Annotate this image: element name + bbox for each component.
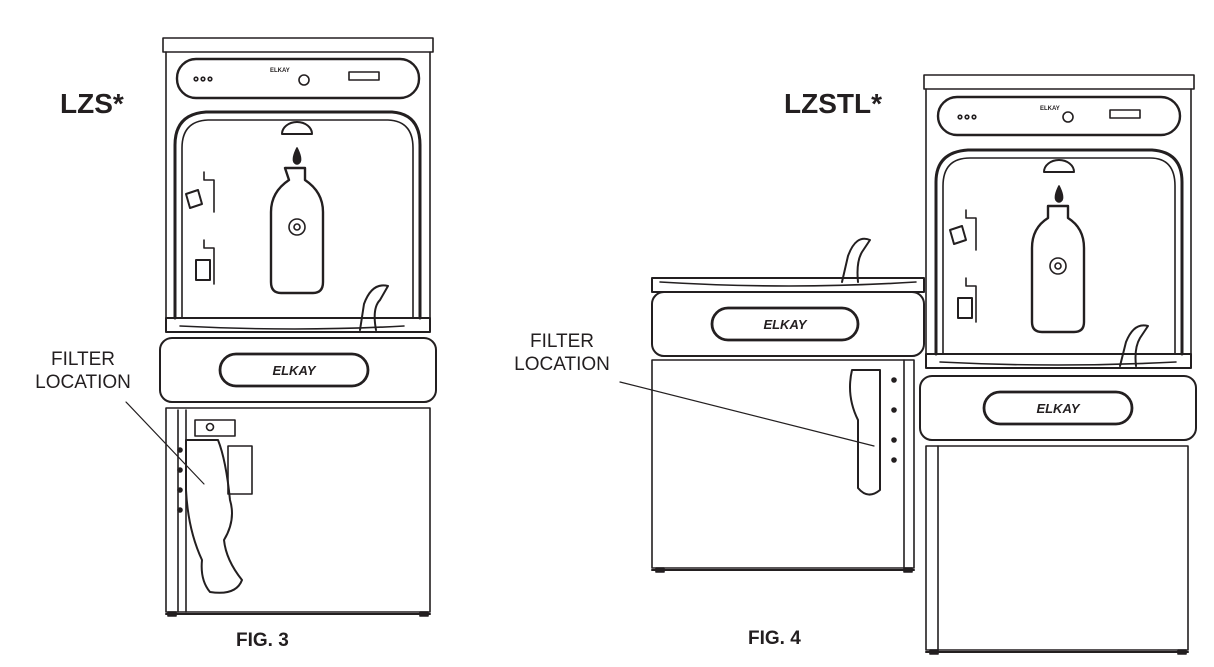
fig3-filter-callout: FILTER LOCATION	[20, 348, 146, 394]
fig3-lower-cabinet	[166, 408, 430, 612]
fig3-caption: FIG. 3	[236, 630, 289, 651]
fig4-high-unit: ELKAY ELKAY	[920, 75, 1196, 654]
fig3-callout-line1: FILTER	[50, 349, 116, 370]
fig3-sensor	[282, 122, 312, 134]
fig3-control-panel	[177, 59, 419, 98]
fig4-callout-line2: LOCATION	[514, 354, 610, 375]
fig3-bottle-icon	[271, 168, 323, 293]
fig4-callout-line1: FILTER	[529, 331, 595, 352]
fig3-side-icons	[186, 172, 214, 284]
fig4-high-logo-text: ELKAY	[1036, 401, 1080, 416]
fig4-low-cabinet	[652, 360, 914, 568]
fig3-basin	[166, 318, 430, 332]
fig3-panel-brand: ELKAY	[270, 68, 290, 74]
fig3-model-label: LZS*	[60, 88, 124, 119]
fig4-high-bubbler	[1120, 325, 1148, 366]
fig4-leader-line	[620, 382, 874, 446]
fig4-bottle-icon	[1032, 206, 1084, 332]
fig4-sensor	[1044, 160, 1074, 172]
fig3-leader-line	[126, 402, 204, 484]
fig4-low-logo-text: ELKAY	[763, 317, 807, 332]
fig3-bubbler	[360, 285, 388, 330]
fig3-logo-text: ELKAY	[272, 363, 316, 378]
fig4-model-label: LZSTL*	[784, 88, 882, 119]
fig4-control-panel	[938, 97, 1180, 135]
fig4-caption: FIG. 4	[748, 628, 801, 649]
fig4-alcove	[936, 150, 1182, 354]
fig4-panel-brand: ELKAY	[1040, 106, 1060, 112]
fig4-basin	[926, 354, 1191, 368]
fig4-low-bubbler	[842, 239, 870, 282]
fig3-logo-plate	[220, 354, 368, 386]
fig4-high-logo-plate	[984, 392, 1132, 424]
fig3-alcove	[175, 112, 420, 318]
fig4-filter	[850, 370, 880, 495]
fig4-low-logo-plate	[712, 308, 858, 340]
fig3-unit: ELKAY ELKAY	[160, 38, 436, 616]
fig4-filter-callout: FILTER LOCATION	[500, 330, 624, 376]
fig4-high-cabinet	[926, 446, 1188, 650]
fig4-side-icons	[950, 210, 976, 322]
fig4-low-fountain: ELKAY	[652, 239, 924, 572]
fig3-callout-line2: LOCATION	[35, 372, 131, 393]
fig3-filter	[186, 440, 242, 593]
